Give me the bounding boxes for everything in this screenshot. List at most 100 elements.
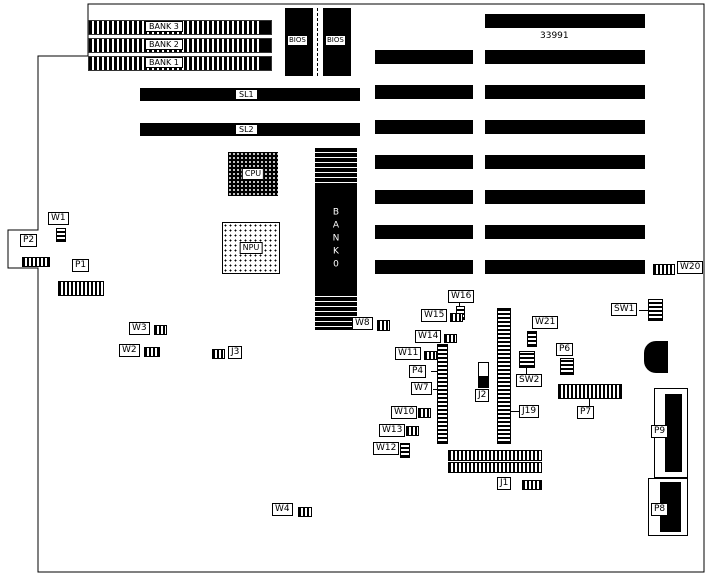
jumper-w1	[56, 228, 66, 242]
connector-p6	[560, 358, 574, 375]
callout-w16: W16	[448, 290, 475, 303]
jumper-w3	[154, 325, 167, 335]
jumper-w12	[400, 443, 410, 458]
jumper-w14	[444, 334, 457, 343]
jumper-w4	[298, 507, 312, 517]
jumper-w15	[450, 313, 463, 322]
expansion-slot-segment	[485, 190, 645, 204]
expansion-slot-segment	[485, 260, 645, 274]
callout-p8: P8	[651, 503, 669, 516]
callout-w21: W21	[532, 316, 559, 329]
jumper-w13	[406, 426, 419, 436]
callout-w3: W3	[129, 322, 150, 335]
callout-j3: J3	[228, 346, 243, 359]
jumper-w11	[424, 351, 437, 360]
pin-header-row-top	[448, 450, 542, 461]
callout-w14: W14	[415, 330, 442, 343]
callout-p1: P1	[72, 259, 90, 272]
connector-p2	[22, 257, 50, 267]
callout-w20: W20	[677, 261, 704, 274]
callout-w11: W11	[395, 347, 422, 360]
expansion-slot-segment	[485, 120, 645, 134]
leader-line-w7	[433, 389, 438, 390]
bios-chip-label: BIOS	[325, 35, 346, 46]
leader-line-sw1	[639, 310, 648, 311]
pin-header-p4	[437, 344, 448, 444]
leader-line-j19	[510, 411, 520, 412]
bank0-socket: B A N K 0	[315, 148, 357, 330]
expansion-slot-segment	[375, 85, 473, 99]
dip-switch-sw2	[519, 351, 535, 368]
npu-label: NPU	[239, 242, 263, 254]
socket-end-cap	[259, 57, 271, 70]
dip-switch-sw1	[648, 299, 663, 321]
callout-w7: W7	[411, 382, 432, 395]
leader-line-p7	[589, 397, 590, 406]
callout-w4: W4	[272, 503, 293, 516]
connector-j2	[478, 362, 489, 388]
leader-line-w16	[459, 303, 460, 306]
callout-w2: W2	[119, 344, 140, 357]
callout-w10: W10	[391, 406, 418, 419]
slot-sl2: SL2	[140, 123, 360, 136]
bank0-pin-stripes	[315, 292, 357, 330]
callout-p9: P9	[651, 425, 669, 438]
bios-chip-2: BIOS	[323, 8, 351, 76]
expansion-slot-segment	[375, 225, 473, 239]
expansion-slot-segment	[485, 85, 645, 99]
dsub-body	[660, 482, 682, 532]
callout-sw2: SW2	[516, 374, 543, 387]
memory-bank-label: BANK 1	[145, 57, 183, 68]
connector-p7	[558, 384, 622, 399]
part-number: 33991	[540, 31, 569, 41]
callout-p7: P7	[577, 406, 595, 419]
callout-p6: P6	[556, 343, 574, 356]
callout-w13: W13	[379, 424, 406, 437]
expansion-slot-segment	[485, 155, 645, 169]
socket-end-cap	[259, 39, 271, 52]
callout-w1: W1	[48, 212, 69, 225]
cpu-label: CPU	[241, 168, 265, 180]
jumper-w8	[377, 320, 390, 331]
bank0-label: B A N K 0	[332, 207, 340, 270]
expansion-slot-segment	[375, 190, 473, 204]
simm-socket-bank2: BANK 2	[88, 38, 272, 53]
bank0-pin-stripes	[315, 148, 357, 186]
pin-header-row-bottom	[448, 462, 542, 473]
socket-end-cap	[259, 21, 271, 34]
simm-socket-bank3: BANK 3	[88, 20, 272, 35]
slot-sl1: SL1	[140, 88, 360, 101]
bios-chip-label: BIOS	[287, 35, 308, 46]
callout-p2: P2	[20, 234, 38, 247]
cpu-chip: CPU	[228, 152, 278, 196]
leader-line-p4	[431, 371, 438, 372]
jumper-w20	[653, 264, 675, 275]
expansion-slot-segment	[375, 155, 473, 169]
expansion-slot-segment	[375, 120, 473, 134]
slot-sl2-label: SL2	[235, 124, 258, 135]
callout-j2: J2	[475, 389, 490, 402]
callout-w8: W8	[352, 317, 373, 330]
dsub-body	[664, 394, 683, 472]
jumper-w2	[144, 347, 160, 357]
expansion-slot-segment	[485, 50, 645, 64]
expansion-slot-segment	[375, 50, 473, 64]
connector-p1	[58, 281, 104, 296]
simm-socket-bank1: BANK 1	[88, 56, 272, 71]
callout-w12: W12	[373, 442, 400, 455]
callout-j19: J19	[519, 405, 540, 418]
din-keyboard-connector	[644, 341, 668, 373]
bios-divider	[317, 8, 318, 76]
slot-sl1-label: SL1	[235, 89, 258, 100]
callout-w15: W15	[421, 309, 448, 322]
npu-socket: NPU	[222, 222, 280, 274]
callout-p4: P4	[409, 365, 427, 378]
callout-j1: J1	[497, 477, 512, 490]
pin-header-j19	[497, 308, 511, 444]
leader-line-sw2	[526, 366, 527, 374]
callout-sw1: SW1	[611, 303, 638, 316]
expansion-slot-segment	[485, 225, 645, 239]
expansion-slot-segment	[375, 260, 473, 274]
